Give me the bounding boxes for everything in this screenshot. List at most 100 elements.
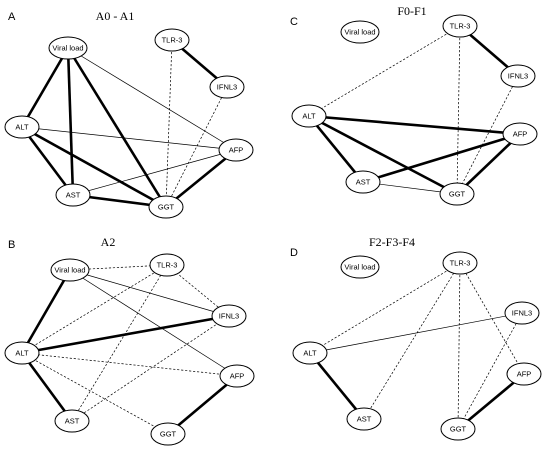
panel-letter: C [290,16,298,28]
edge-alt-ast [20,126,75,196]
panel-title: A2 [101,235,116,249]
node-label: GGT [160,430,177,439]
edge-alt-ggt [21,352,169,435]
node-ellipse [4,115,40,139]
node-label: AFP [230,372,245,381]
node-afp: AFP [219,364,255,388]
node-viral-load: Viral load [50,258,90,282]
edge-ifnl3-ggt [457,312,523,430]
node-ast: AST [55,183,91,207]
edge-ast-afp [362,132,521,184]
node-label: TLR-3 [450,22,471,31]
node-ellipse [292,341,328,365]
node-label: AST [356,178,371,187]
edge-tlr-3-ggt [165,39,173,208]
node-label: ALT [302,112,316,121]
node-label: AST [65,417,80,426]
edge-viral-load-ifnl3 [69,269,230,317]
node-ellipse [219,364,255,388]
node-ellipse [442,251,478,275]
node-label: Viral load [344,28,375,37]
edge-tlr-3-alt [309,262,461,354]
node-label: ALT [15,123,29,132]
edge-alt-ast [20,352,74,422]
node-viral-load: Viral load [48,36,88,60]
node-label: GGT [449,190,466,199]
edge-tlr-3-ast [363,262,461,420]
node-label: TLR-3 [162,36,183,45]
node-ggt: GGT [148,195,184,219]
node-afp: AFP [218,138,254,162]
node-label: ALT [303,349,317,358]
node-label: Viral load [344,263,375,272]
panel-title: F0-F1 [397,4,426,18]
edge-viral-load-ast [66,47,75,196]
node-label: IFNL3 [512,309,532,318]
edge-tlr-3-ast [71,264,168,422]
edge-ggt-afp [167,375,238,435]
edge-viral-load-afp [67,47,237,151]
node-label: AST [357,415,372,424]
node-ellipse [440,417,476,441]
panel-letter: D [290,247,298,259]
node-alt: ALT [292,341,328,365]
edge-ifnl3-ggt [165,86,228,208]
node-ellipse [442,14,478,38]
node-ifnl3: IFNL3 [500,64,536,88]
edge-viral-load-ggt [66,47,168,208]
node-afp: AFP [506,362,542,386]
edge-alt-ifnl3 [21,314,230,355]
node-viral-load: Viral load [340,20,380,44]
node-tlr-3: TLR-3 [442,14,478,38]
node-label: TLR-3 [157,261,178,270]
edge-ggt-afp [457,373,525,430]
node-ellipse [439,182,475,206]
node-ellipse [50,258,90,282]
edge-alt-afp [308,114,521,136]
node-ellipse [54,409,90,433]
node-label: AFP [513,130,528,139]
node-ellipse [500,64,536,88]
edge-viral-load-alt [20,47,70,128]
edge-alt-afp [21,352,238,377]
edge-alt-ast [308,352,366,420]
edge-tlr-3-alt [308,25,461,117]
node-label: Viral load [54,266,85,275]
panel-title: F2-F3-F4 [369,235,415,249]
node-ellipse [345,170,381,194]
node-label: AFP [229,146,244,155]
edge-ifnl3-ggt [456,75,519,195]
node-ast: AST [345,170,381,194]
node-ellipse [340,20,380,44]
panel-letter: A [8,11,16,23]
node-alt: ALT [291,104,327,128]
node-tlr-3: TLR-3 [149,253,185,277]
node-ellipse [218,138,254,162]
edge-alt-ast [307,115,365,183]
panel-a: A A0 - A1 Viral loadTLR-3IFNL3ALTAFPASTG… [4,9,254,219]
edge-ast-afp [72,149,237,196]
node-ggt: GGT [440,417,476,441]
node-ellipse [506,362,542,386]
node-ifnl3: IFNL3 [211,304,247,328]
node-ggt: GGT [150,422,186,446]
node-ellipse [148,195,184,219]
node-alt: ALT [4,341,40,365]
node-afp: AFP [502,122,538,146]
node-label: AST [66,191,81,200]
node-ellipse [4,341,40,365]
node-ellipse [291,104,327,128]
edge-ggt-afp [456,133,521,195]
node-ellipse [502,122,538,146]
node-label: IFNL3 [217,83,237,92]
node-ast: AST [346,407,382,431]
node-alt: ALT [4,115,40,139]
node-label: Viral load [52,44,83,53]
node-ifnl3: IFNL3 [504,301,540,325]
edge-ifnl3-ast [71,315,230,422]
node-tlr-3: TLR-3 [154,28,190,52]
node-ellipse [48,36,88,60]
